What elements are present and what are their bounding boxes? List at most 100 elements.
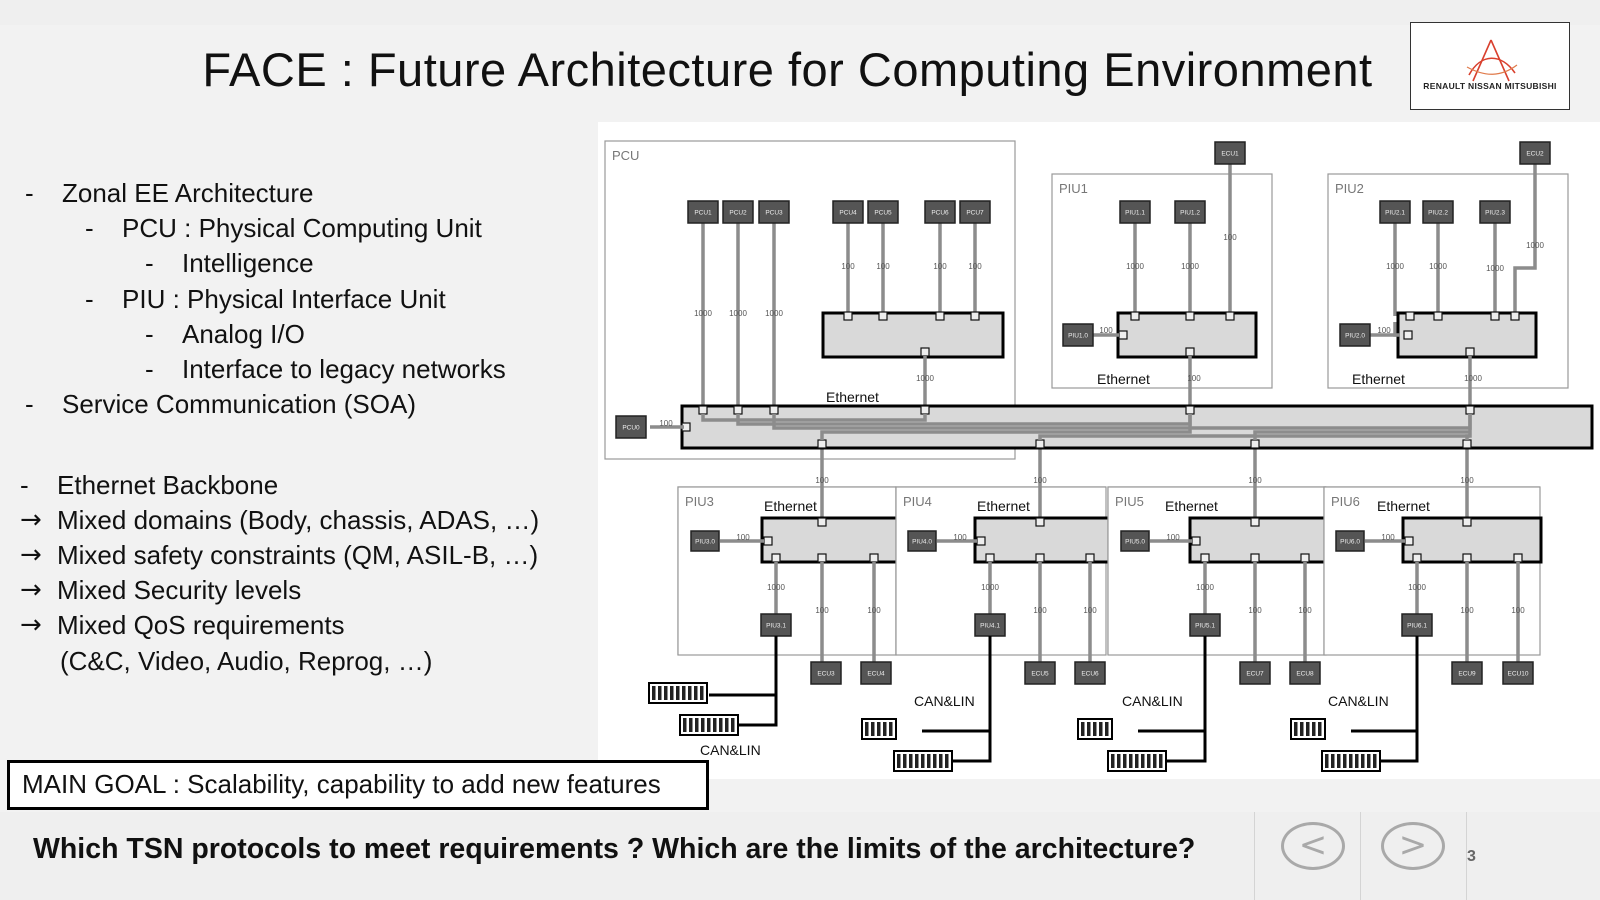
connector-pin [897,754,901,768]
link-speed-label: 1000 [1386,262,1404,271]
ecu-box [1174,200,1206,224]
arrow-icon: → [20,575,42,605]
connector-pin [664,686,668,700]
link-speed-label: 100 [1377,326,1391,335]
ecu-label: ECU9 [1458,671,1476,678]
switch-port [763,536,773,546]
switch-port [1035,553,1045,563]
link-speed-label: 100 [1298,606,1312,615]
link-speed-label: 100 [1166,533,1180,542]
connector-pin [1294,722,1298,736]
chevron-left-icon: < [1298,825,1328,865]
bullet-dash: - [145,354,154,384]
prev-slide-button[interactable]: < [1281,822,1345,870]
ecu-box [1422,200,1454,224]
switch-port [1200,553,1210,563]
ecu-label: PIU5.0 [1125,539,1145,546]
ecu-box [832,200,864,224]
connector-pin [1349,754,1353,768]
connector-pin [1117,754,1121,768]
bullet-soa: Service Communication (SOA) [62,389,416,419]
bullet-legacy-networks: Interface to legacy networks [182,354,506,384]
link-speed-label: 100 [659,419,673,428]
bullet-mixed-security: Mixed Security levels [57,575,302,605]
ecu-box [1239,661,1271,685]
zone-label: PIU1 [1059,181,1088,196]
bullet-qos-detail: (C&C, Video, Audio, Reprog, …) [60,646,433,676]
ecu-label: ECU3 [817,671,835,678]
connector-pin [683,718,687,732]
link-speed-label: 1000 [765,309,783,318]
next-slide-button[interactable]: > [1381,822,1445,870]
switch-port [1433,311,1443,321]
connector-pin [927,754,931,768]
diagram-label: CAN&LIN [914,693,975,709]
ecu-label: PCU5 [874,210,892,217]
bullet-dash: - [145,248,154,278]
ecu-box [1519,141,1551,165]
ecu-label: PIU1.1 [1125,210,1145,217]
zone-label: PIU5 [1115,494,1144,509]
switch-port [985,553,995,563]
nav-divider [1360,812,1361,900]
connector-pin [1300,722,1304,736]
bullet-mixed-qos: Mixed QoS requirements [57,610,345,640]
slide-title: FACE : Future Architecture for Computing… [202,43,1373,96]
diagram-label: Ethernet [1097,371,1150,387]
switch-port [1250,439,1260,449]
link-speed-label: 1000 [1526,241,1544,250]
nav-divider [1254,812,1255,900]
ecu-label: ECU7 [1246,671,1264,678]
nav-divider [1466,812,1467,900]
ecu-label: PIU1.0 [1068,333,1088,340]
arrow-icon: → [20,505,42,535]
link-speed-label: 1000 [1181,262,1199,271]
bullet-mixed-safety: Mixed safety constraints (QM, ASIL-B, …) [57,540,539,570]
connector-pin [865,722,869,736]
switch-port [817,553,827,563]
switch-port [1462,439,1472,449]
ecu-box [959,200,991,224]
link-speed-label: 100 [1381,533,1395,542]
link-speed-label: 1000 [1408,583,1426,592]
link-speed-label: 100 [876,262,890,271]
connector-pin [1105,722,1109,736]
connector-pin [1306,722,1310,736]
ethernet-link [1253,430,1470,440]
connector-pin [689,718,693,732]
connector-pin [889,722,893,736]
connector-pin [688,686,692,700]
ecu-box [860,661,892,685]
ecu-box [722,200,754,224]
connector-pin [1331,754,1335,768]
ecu-label: PCU4 [839,210,857,217]
ecu-box [1479,200,1511,224]
ecu-box [924,200,956,224]
ecu-box [690,530,720,552]
ecu-label: ECU1 [1221,151,1239,158]
ecu-label: ECU10 [1508,671,1529,678]
switch-port [1118,330,1128,340]
ecu-label: ECU5 [1031,671,1049,678]
connector-pin [1087,722,1091,736]
ecu-box [758,200,790,224]
link-speed-label: 1000 [729,309,747,318]
connector-pin [1153,754,1157,768]
switch-port [1035,517,1045,527]
connector-pin [1141,754,1145,768]
can-lin-bus [948,636,992,763]
connector-pin [676,686,680,700]
bullet-pcu: PCU : Physical Computing Unit [122,213,482,243]
bullet-dash: - [20,470,29,500]
connector-pin [871,722,875,736]
ecu-label: ECU8 [1296,671,1314,678]
switch-port [920,347,930,357]
ecu-label: ECU6 [1081,671,1099,678]
ethernet-link [1465,434,1470,440]
connector-pin [1337,754,1341,768]
connector-pin [694,686,698,700]
link-speed-label: 100 [933,262,947,271]
connector-pin [1129,754,1133,768]
link-speed-label: 100 [736,533,750,542]
link-speed-label: 100 [1033,476,1047,485]
